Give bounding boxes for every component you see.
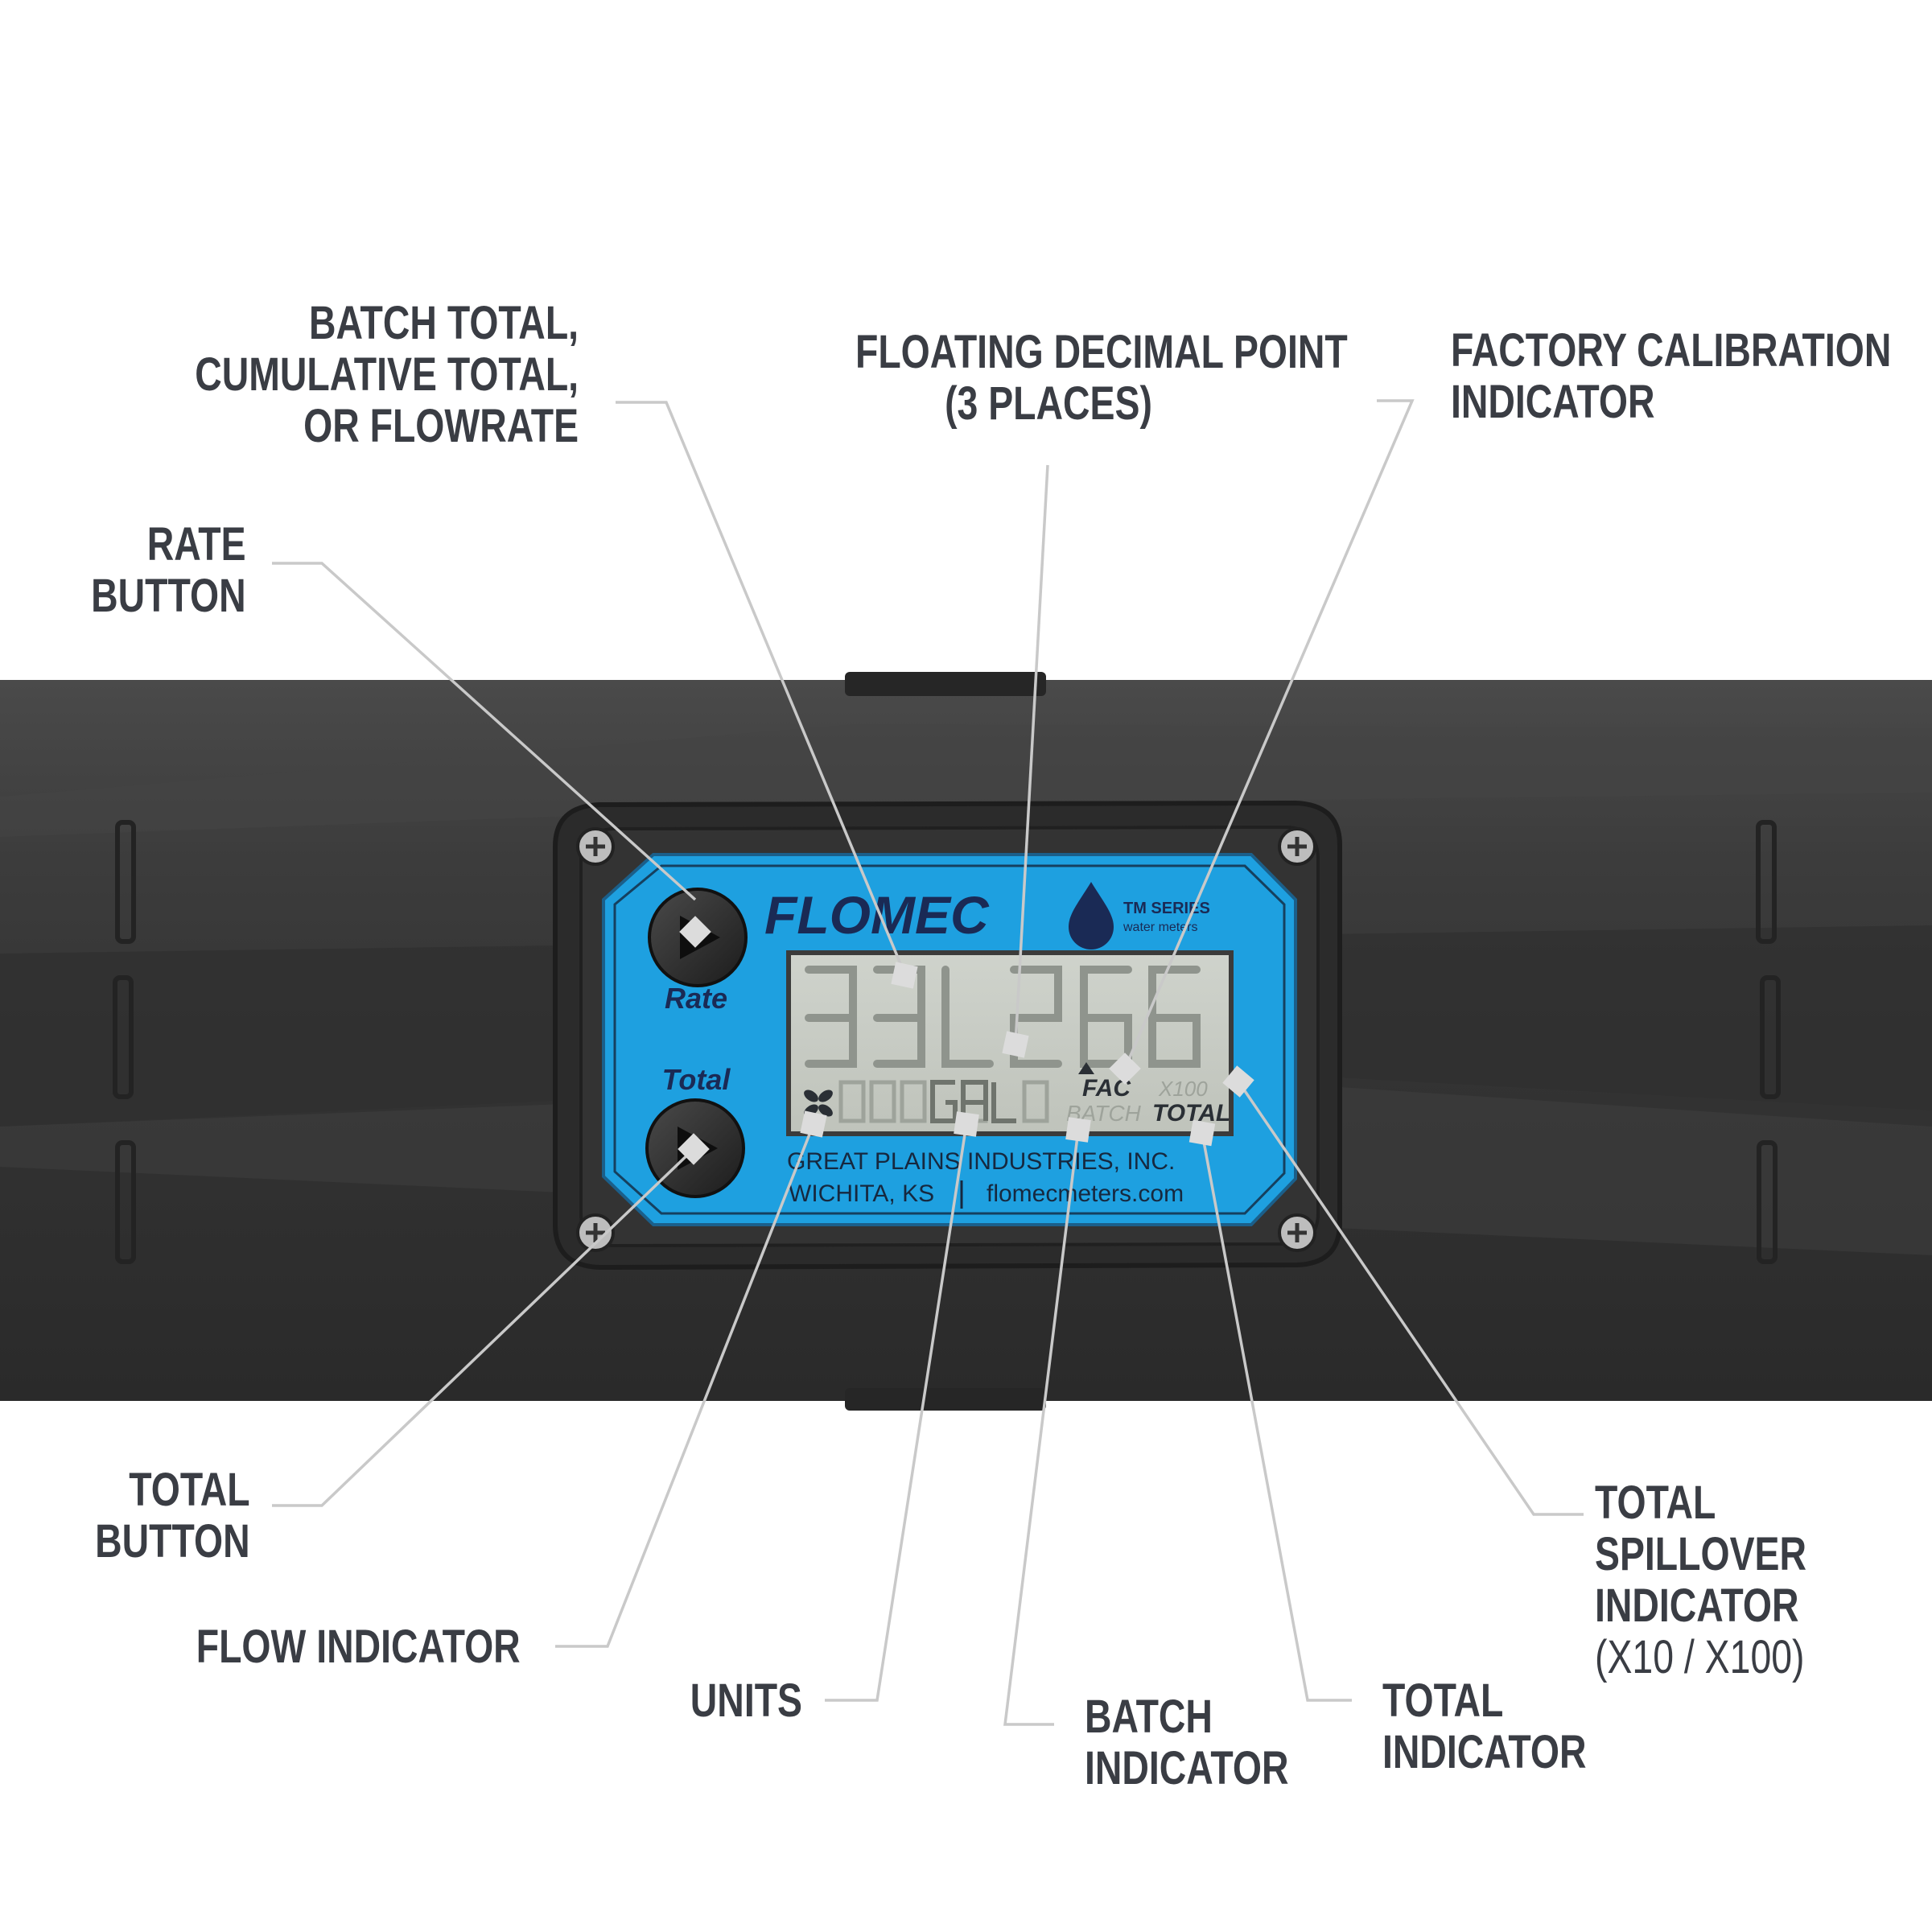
callout-total-button: TOTAL BUTTON	[95, 1464, 250, 1567]
lcd-fan-flow-icon	[804, 1090, 833, 1117]
leader-lines	[272, 399, 1584, 1726]
callout-batch-total: BATCH TOTAL, CUMULATIVE TOTAL, OR FLOWRA…	[195, 297, 579, 452]
callout-batch-indicator: BATCH INDICATOR	[1085, 1691, 1289, 1794]
lcd-total-indicator: TOTAL	[1152, 1100, 1230, 1127]
lcd-x100-indicator: X100	[1158, 1077, 1208, 1101]
callout-total-indicator: TOTAL INDICATOR	[1382, 1675, 1587, 1778]
lcd-seven-segment-digits	[805, 966, 1201, 1068]
maker-website: flomecmeters.com	[987, 1180, 1184, 1207]
callout-flow-indicator: FLOW INDICATOR	[196, 1621, 521, 1673]
screw-icon	[576, 1213, 615, 1252]
pipe-highlight-upper	[0, 724, 1932, 837]
faceplate-inner-border	[613, 864, 1286, 1215]
maker-name: GREAT PLAINS INDUSTRIES, INC.	[787, 1148, 1175, 1175]
screw-icon	[576, 827, 615, 866]
pipe-slots-left	[113, 820, 136, 1264]
bottom-clamp	[845, 1388, 1046, 1411]
callout-factory-calibration: FACTORY CALIBRATION INDICATOR	[1451, 324, 1892, 428]
series-label: TM SERIES	[1123, 900, 1210, 917]
callout-total-spillover: TOTAL SPILLOVER INDICATOR (X10 / X100)	[1595, 1477, 1806, 1683]
maker-city: WICHITA, KS	[789, 1180, 934, 1207]
callout-rate-button: RATE BUTTON	[91, 518, 246, 622]
lcd-units-gal	[930, 1080, 1016, 1123]
lcd-fac-arrow-icon	[1078, 1062, 1094, 1074]
series-sublabel: water meters	[1123, 921, 1197, 934]
top-clamp	[845, 672, 1046, 696]
callout-floating-decimal: FLOATING DECIMAL POINT (3 PLACES)	[855, 326, 1348, 430]
total-button-label: Total	[662, 1063, 731, 1096]
callout-units: UNITS	[690, 1675, 802, 1727]
callout-anchor-markers	[678, 916, 1254, 1165]
screw-icon	[1278, 827, 1316, 866]
rate-button-label: Rate	[665, 982, 727, 1015]
screw-icon	[1278, 1213, 1316, 1252]
water-drop-icon	[1069, 882, 1114, 950]
pipe-slots-right	[1756, 820, 1781, 1264]
brand-logo: FLOMEC	[764, 885, 990, 945]
